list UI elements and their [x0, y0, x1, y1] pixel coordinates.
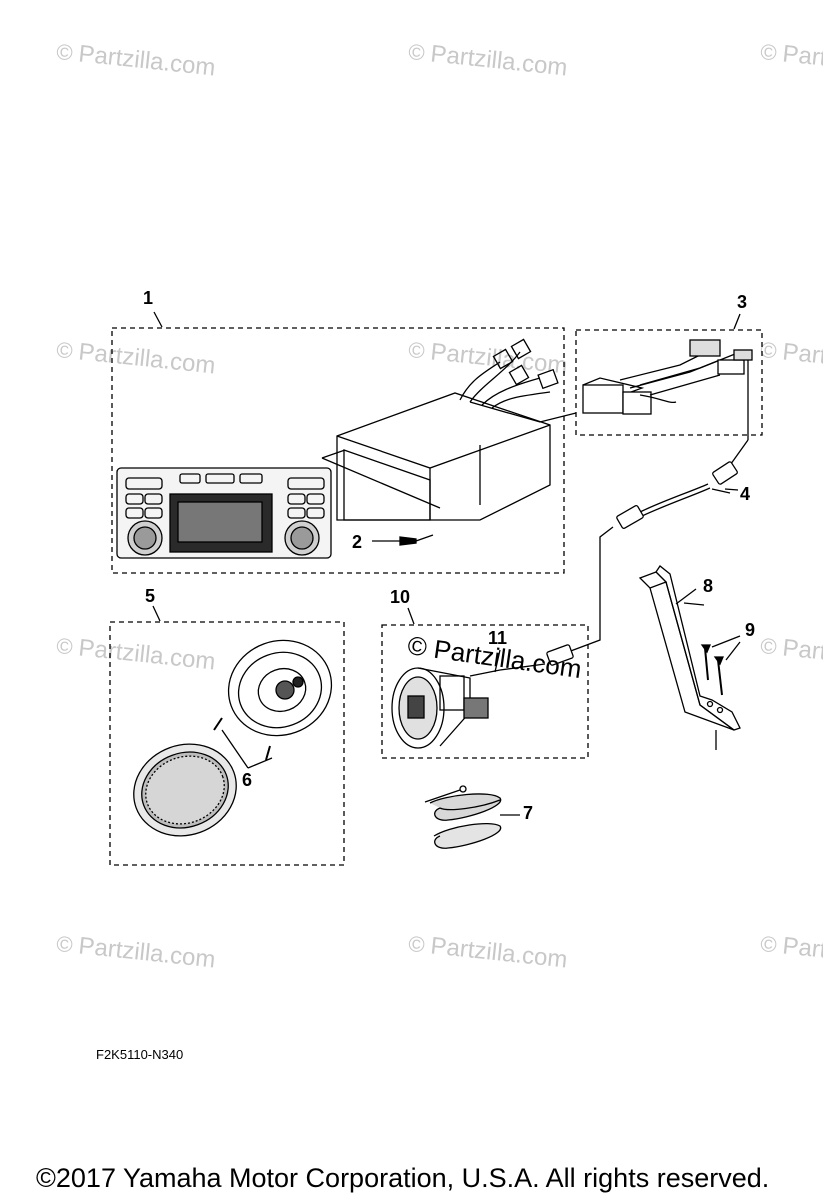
callout-1: 1	[143, 288, 154, 308]
group-box-3	[575, 329, 763, 436]
harness-7	[424, 785, 520, 849]
bracket-8	[638, 565, 741, 750]
diagram-part-code: F2K5110-N340	[96, 1047, 184, 1062]
callout-4: 4	[740, 484, 751, 504]
head-unit-face	[116, 467, 332, 559]
callout-6: 6	[242, 770, 253, 790]
callout-7: 7	[523, 803, 534, 823]
callout-2: 2	[352, 532, 363, 552]
screws-6	[213, 717, 273, 769]
head-unit-chassis	[321, 392, 551, 521]
callout-5: 5	[145, 586, 156, 606]
screws-9	[700, 635, 741, 696]
rca-leads	[459, 338, 577, 423]
callout-11: 11	[488, 628, 508, 648]
callout-10: 10	[390, 587, 411, 607]
group-box-1	[111, 327, 565, 574]
cable-11	[469, 644, 574, 677]
group-box-5	[109, 621, 345, 866]
callout-9: 9	[745, 620, 756, 640]
callout-8: 8	[703, 576, 714, 596]
group-box-10	[381, 624, 589, 759]
wiring-harness-3	[582, 339, 753, 415]
speaker-5	[133, 639, 333, 837]
extension-cable-4	[559, 360, 749, 656]
callout-3: 3	[737, 292, 748, 312]
copyright-notice: ©2017 Yamaha Motor Corporation, U.S.A. A…	[36, 1163, 770, 1193]
gauge-10	[391, 667, 489, 749]
screw-2	[372, 534, 434, 546]
